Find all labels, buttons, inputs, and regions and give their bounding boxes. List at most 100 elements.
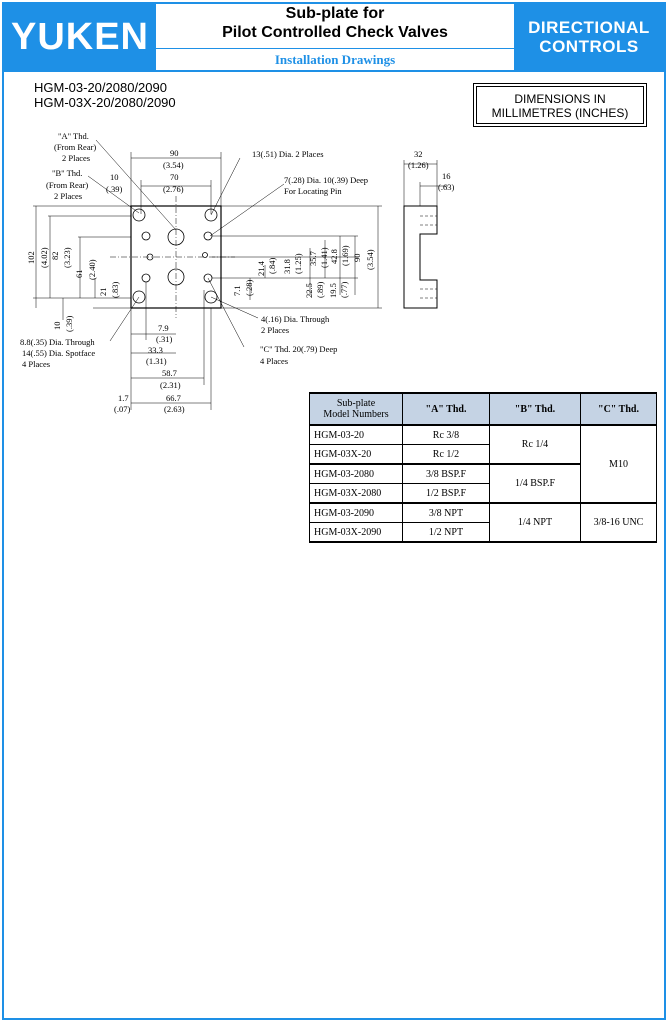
lbl-from-rear-b: (From Rear)	[46, 180, 88, 190]
cell-b: 1/4 BSP.F	[489, 463, 581, 504]
table-row: HGM-03-2080 3/8 BSP.F 1/4 BSP.F	[309, 463, 657, 504]
bolt-hole-bl	[132, 290, 146, 304]
title-line-1: Sub-plate for	[285, 5, 385, 22]
lbl-2places-b: 2 Places	[54, 191, 82, 201]
dim-70-in: (2.76)	[163, 184, 184, 194]
dim-58-7-in: (2.31)	[160, 380, 181, 390]
cell-model: HGM-03-2080	[309, 463, 403, 484]
dim-90: 90	[170, 148, 179, 158]
units-box: DIMENSIONS IN MILLIMETRES (INCHES)	[476, 86, 644, 124]
dim-66-7: 66.7	[166, 393, 181, 403]
col-header-c: "C" Thd.	[580, 392, 657, 426]
lbl-4places-c: 4 Places	[260, 356, 288, 366]
units-line-1: DIMENSIONS IN	[514, 92, 606, 106]
dim-16: 16	[442, 171, 451, 181]
table-row: HGM-03X-2090 1/2 NPT	[309, 522, 657, 543]
category-line-1: DIRECTIONAL	[528, 18, 650, 37]
table-row: HGM-03X-20 Rc 1/2	[309, 444, 657, 465]
lbl-spotface: 14(.55) Dia. Spotface	[22, 348, 95, 358]
lbl-locating-pin: For Locating Pin	[284, 186, 342, 196]
subtitle: Installation Drawings	[274, 52, 396, 67]
dim-21-in: (.83)	[110, 282, 120, 298]
dim-1-7-in: (.07)	[114, 404, 130, 414]
dim-19-5: 19.5	[328, 283, 338, 298]
c-thd-hole-3	[141, 273, 151, 283]
cell-a: Rc 3/8	[402, 424, 490, 445]
dim-7-1: 7.1	[232, 285, 242, 296]
lbl-2places-a: 2 Places	[62, 153, 90, 163]
units-line-2: MILLIMETRES (INCHES)	[491, 106, 629, 120]
dim-10b-in: (.39)	[64, 316, 74, 332]
dim-42-8: 42.8	[329, 249, 339, 264]
lbl-4places-b: 4 Places	[22, 359, 50, 369]
cell-model: HGM-03X-2080	[309, 483, 403, 504]
cell-a: 3/8 BSP.F	[402, 463, 490, 484]
dim-10-in: (.39)	[106, 184, 122, 194]
dim-10: 10	[110, 172, 119, 182]
dim-58-7: 58.7	[162, 368, 177, 378]
lbl-b-thd: "B" Thd.	[52, 168, 82, 178]
dim-10b: 10	[52, 322, 62, 331]
dim-32: 32	[414, 149, 423, 159]
lbl-hole-13: 13(.51) Dia. 2 Places	[252, 149, 324, 159]
dim-21-4-in: (.84)	[267, 258, 277, 274]
category-box: DIRECTIONAL CONTROLS	[514, 4, 664, 70]
cell-b: 1/4 NPT	[489, 502, 581, 543]
dim-32-in: (1.26)	[408, 160, 429, 170]
subtitle-bar: Installation Drawings	[156, 48, 514, 71]
dim-21-4: 21.4	[256, 260, 266, 276]
lbl-c-thd: "C" Thd. 20(.79) Deep	[260, 344, 337, 354]
cell-a: 3/8 NPT	[402, 502, 490, 523]
side-view-profile	[403, 205, 438, 309]
dim-33-3: 33.3	[148, 345, 163, 355]
dim-22-5: 22.5	[304, 283, 314, 298]
dim-90-v-in: (3.54)	[365, 249, 375, 270]
dim-7-1-in: (.28)	[244, 280, 254, 296]
dim-31-8-in: (1.25)	[293, 253, 303, 274]
dim-7-9-in: (.31)	[156, 334, 172, 344]
bolt-hole-tl	[132, 208, 146, 222]
cell-a: 1/2 BSP.F	[402, 483, 490, 504]
model-numbers: HGM-03-20/2080/2090 HGM-03X-20/2080/2090	[34, 80, 176, 110]
dim-22-5-in: (.89)	[315, 282, 325, 298]
dim-42-8-in: (1.69)	[340, 245, 350, 266]
lbl-through-4: 4(.16) Dia. Through	[261, 314, 330, 324]
dim-102-in: (4.02)	[39, 247, 49, 268]
dim-35-7-in: (1.41)	[319, 247, 329, 268]
pin-hole	[146, 253, 154, 261]
col-header-b: "B" Thd.	[489, 392, 581, 426]
dim-66-7-in: (2.63)	[164, 404, 185, 414]
port-a-lower	[167, 268, 185, 286]
dim-102: 102	[26, 251, 36, 264]
lbl-pin-7: 7(.28) Dia. 10(.39) Deep	[284, 175, 368, 185]
col-header-a: "A" Thd.	[402, 392, 490, 426]
dim-70: 70	[170, 172, 179, 182]
table-row: HGM-03-2090 3/8 NPT 1/4 NPT 3/8-16 UNC	[309, 502, 657, 543]
dim-7-9: 7.9	[158, 323, 169, 333]
cell-model: HGM-03-20	[309, 424, 403, 445]
dim-61: 61	[74, 270, 84, 279]
lbl-from-rear-a: (From Rear)	[54, 142, 96, 152]
lbl-through-88: 8.8(.35) Dia. Through	[20, 337, 95, 347]
dim-21: 21	[98, 288, 108, 297]
dim-33-3-in: (1.31)	[146, 356, 167, 366]
cell-c: M10	[580, 424, 657, 504]
installation-drawing: "A" Thd. (From Rear) 2 Places "B" Thd. (…	[20, 131, 454, 414]
cell-a: 1/2 NPT	[402, 522, 490, 543]
model-line-1: HGM-03-20/2080/2090	[34, 80, 167, 95]
cell-a: Rc 1/2	[402, 444, 490, 465]
dim-90-v: 90	[352, 254, 362, 263]
category-line-2: CONTROLS	[539, 37, 639, 56]
dim-82: 82	[50, 252, 60, 261]
table-row: HGM-03-20 Rc 3/8 Rc 1/4 M10	[309, 424, 657, 504]
dim-1-7: 1.7	[118, 393, 129, 403]
bolt-hole-br	[204, 290, 218, 304]
model-line-2: HGM-03X-20/2080/2090	[34, 95, 176, 110]
yuken-logo: YUKEN	[4, 4, 156, 70]
header-rule	[4, 70, 664, 72]
title-line-2: Pilot Controlled Check Valves	[222, 24, 448, 41]
dim-61-in: (2.40)	[87, 259, 97, 280]
drain-hole	[202, 252, 208, 258]
